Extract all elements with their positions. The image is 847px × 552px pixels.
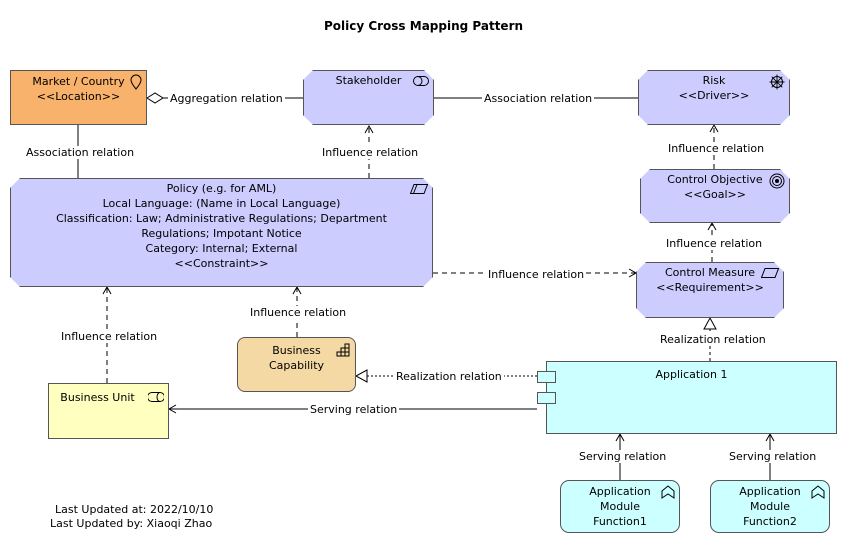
module1-line2: Module — [600, 500, 640, 513]
requirement-parallelogram-icon — [761, 268, 779, 278]
label-market-policy: Association relation — [24, 146, 137, 159]
policy-local-language: Local Language: (Name in Local Language) — [102, 197, 341, 210]
application-name: Application 1 — [655, 368, 728, 381]
node-application[interactable]: Application 1 — [546, 361, 837, 434]
policy-stereotype: <<Constraint>> — [174, 257, 269, 270]
label-objective-risk: Influence relation — [666, 142, 767, 155]
node-policy[interactable]: Policy (e.g. for AML) Local Language: (N… — [10, 178, 433, 287]
node-control-objective[interactable]: Control Objective <<Goal>> — [640, 169, 790, 223]
label-unit-policy: Influence relation — [59, 330, 160, 343]
control-objective-stereotype: <<Goal>> — [684, 188, 746, 201]
footer-updated-by: Last Updated by: Xiaoqi Zhao — [50, 517, 213, 530]
footer-updated-at: Last Updated at: 2022/10/10 — [55, 503, 214, 516]
label-capability-policy: Influence relation — [248, 306, 349, 319]
capability-line2: Capability — [268, 359, 325, 372]
control-objective-name: Control Objective — [667, 173, 763, 186]
node-risk[interactable]: Risk <<Driver>> — [638, 70, 790, 125]
footer: Last Updated at: 2022/10/10 Last Updated… — [50, 503, 213, 531]
node-stakeholder[interactable]: Stakeholder — [303, 70, 434, 125]
control-measure-stereotype: <<Requirement>> — [656, 281, 764, 294]
control-measure-name: Control Measure — [664, 266, 755, 279]
node-business-capability[interactable]: Business Capability — [237, 337, 356, 392]
label-module2-app: Serving relation — [727, 450, 819, 463]
stakeholder-name: Stakeholder — [335, 74, 402, 87]
label-market-stakeholder: Aggregation relation — [168, 92, 285, 105]
module2-line3: Function2 — [743, 515, 797, 528]
policy-title: Policy (e.g. for AML) — [166, 182, 277, 195]
application-function-icon — [661, 485, 675, 499]
capability-line1: Business — [272, 344, 321, 357]
label-policy-stakeholder: Influence relation — [320, 146, 421, 159]
business-unit-name: Business Unit — [60, 391, 135, 404]
node-control-measure[interactable]: Control Measure <<Requirement>> — [636, 262, 784, 318]
capability-steps-icon — [336, 343, 350, 357]
diagram-title: Policy Cross Mapping Pattern — [323, 19, 524, 33]
location-pin-icon — [130, 74, 142, 90]
node-market-country[interactable]: Market / Country <<Location>> — [10, 70, 147, 125]
business-role-icon — [148, 392, 164, 402]
risk-name: Risk — [702, 74, 726, 87]
module1-line1: Application — [589, 485, 651, 498]
policy-classification: Classification: Law; Administrative Regu… — [56, 212, 387, 225]
market-name: Market / Country — [32, 75, 125, 88]
module2-line2: Module — [750, 500, 790, 513]
node-module-function2[interactable]: Application Module Function2 — [710, 480, 830, 533]
application-function-icon — [811, 485, 825, 499]
node-business-unit[interactable]: Business Unit — [48, 383, 169, 439]
market-stereotype: <<Location>> — [36, 90, 121, 103]
application-port-bottom — [537, 392, 556, 404]
label-app-capability: Realization relation — [394, 370, 504, 383]
node-module-function1[interactable]: Application Module Function1 — [560, 480, 680, 533]
driver-wheel-icon — [769, 74, 785, 90]
label-measure-objective: Influence relation — [664, 237, 765, 250]
module2-line1: Application — [739, 485, 801, 498]
risk-stereotype: <<Driver>> — [678, 89, 750, 102]
label-app-measure: Realization relation — [658, 333, 768, 346]
policy-classification-cont: Regulations; Impotant Notice — [141, 227, 302, 240]
module1-line3: Function1 — [593, 515, 647, 528]
stakeholder-capsule-icon — [413, 76, 429, 86]
label-app-unit: Serving relation — [308, 403, 400, 416]
label-module1-app: Serving relation — [577, 450, 669, 463]
policy-category: Category: Internal; External — [145, 242, 298, 255]
goal-target-icon — [769, 173, 785, 189]
label-stakeholder-risk: Association relation — [482, 92, 595, 105]
label-policy-measure: Influence relation — [486, 268, 587, 281]
constraint-parallelogram-icon — [410, 184, 428, 194]
application-port-top — [537, 371, 556, 383]
